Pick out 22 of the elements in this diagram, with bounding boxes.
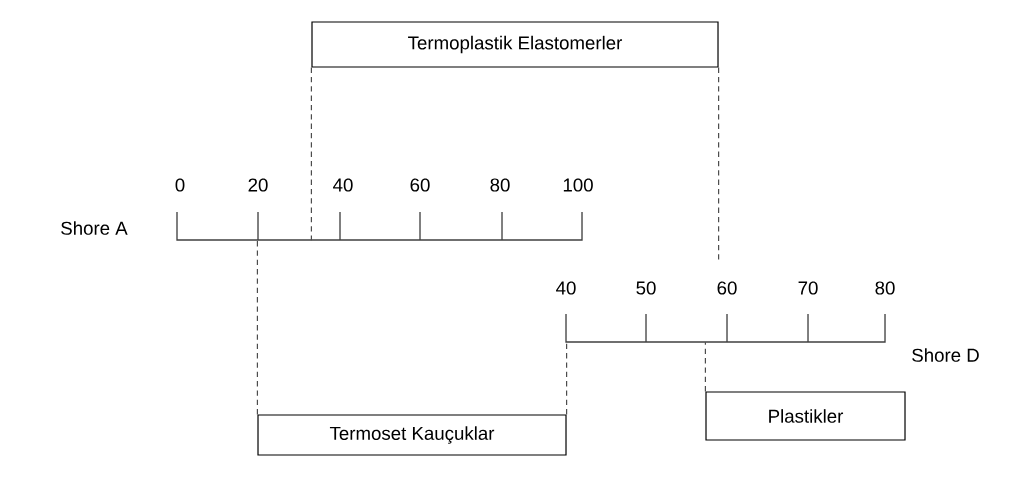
leader-line bbox=[566, 341, 568, 415]
scale-name: Shore A bbox=[61, 221, 128, 235]
tick-label: 70 bbox=[798, 281, 818, 295]
tick-label: 60 bbox=[410, 178, 430, 192]
text-box: Plastikler bbox=[705, 391, 906, 441]
text-box: Termoplastik Elastomerler bbox=[311, 21, 719, 68]
tick-label: 60 bbox=[717, 281, 737, 295]
tick-label: 0 bbox=[175, 178, 185, 192]
leader-line bbox=[704, 341, 706, 392]
scale-drawing bbox=[565, 313, 886, 343]
tick-label: 40 bbox=[556, 281, 576, 295]
scale-name: Shore D bbox=[912, 348, 979, 362]
leader-line bbox=[310, 67, 312, 241]
tick-label: 20 bbox=[248, 178, 268, 192]
tick-label: 50 bbox=[636, 281, 656, 295]
tick-label: 80 bbox=[875, 281, 895, 295]
tick-label: 80 bbox=[490, 178, 510, 192]
scale-drawing bbox=[176, 211, 583, 241]
text-box: Termoset Kauçuklar bbox=[257, 414, 567, 456]
tick-label: 100 bbox=[563, 178, 593, 192]
tick-label: 40 bbox=[333, 178, 353, 192]
leader-line bbox=[718, 67, 720, 262]
